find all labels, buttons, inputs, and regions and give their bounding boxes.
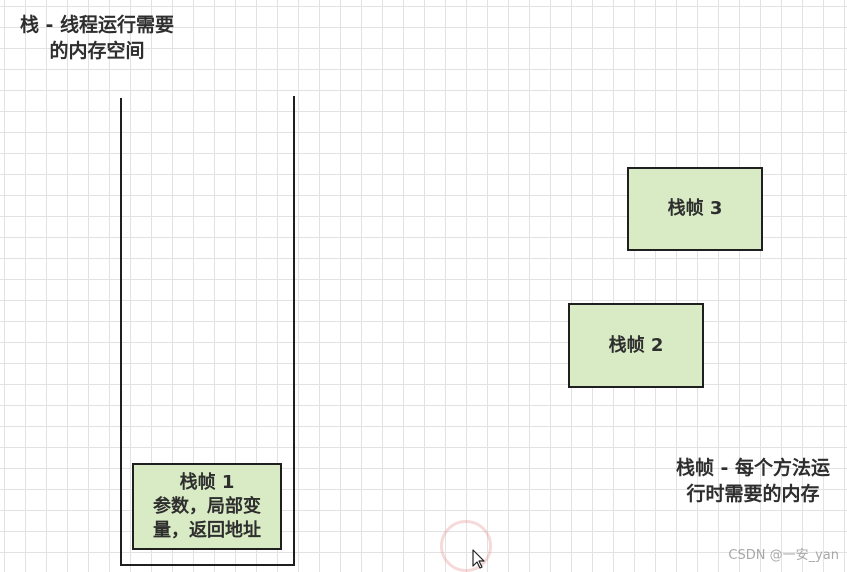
- stack-left-wall: [120, 98, 122, 566]
- frame-description: 栈帧 - 每个方法运 行时需要的内存: [650, 455, 847, 507]
- stack-frame-3[interactable]: 栈帧 3: [627, 167, 763, 251]
- stack-frame-1-title: 栈帧 1: [179, 471, 235, 493]
- stack-bottom-wall: [120, 564, 295, 566]
- stack-frame-3-title: 栈帧 3: [667, 198, 723, 219]
- stack-frame-1-detail-line-1: 参数，局部变: [153, 495, 261, 517]
- stack-title-line-1: 栈 - 线程运行需要: [19, 14, 175, 36]
- mouse-pointer-icon: [472, 549, 485, 569]
- frame-description-line-1: 栈帧 - 每个方法运: [675, 457, 831, 479]
- stack-frame-2-title: 栈帧 2: [608, 334, 664, 356]
- csdn-watermark: CSDN @一安_yan: [728, 548, 839, 563]
- stack-title-line-2: 的内存空间: [49, 40, 145, 62]
- stack-frame-1-detail-line-2: 量，返回地址: [153, 519, 261, 541]
- stack-title: 栈 - 线程运行需要 的内存空间: [4, 12, 190, 64]
- stack-frame-1[interactable]: 栈帧 1 参数，局部变 量，返回地址: [132, 463, 282, 550]
- stack-frame-2[interactable]: 栈帧 2: [568, 303, 704, 388]
- stack-right-wall: [293, 96, 295, 566]
- frame-description-line-2: 行时需要的内存: [686, 483, 820, 505]
